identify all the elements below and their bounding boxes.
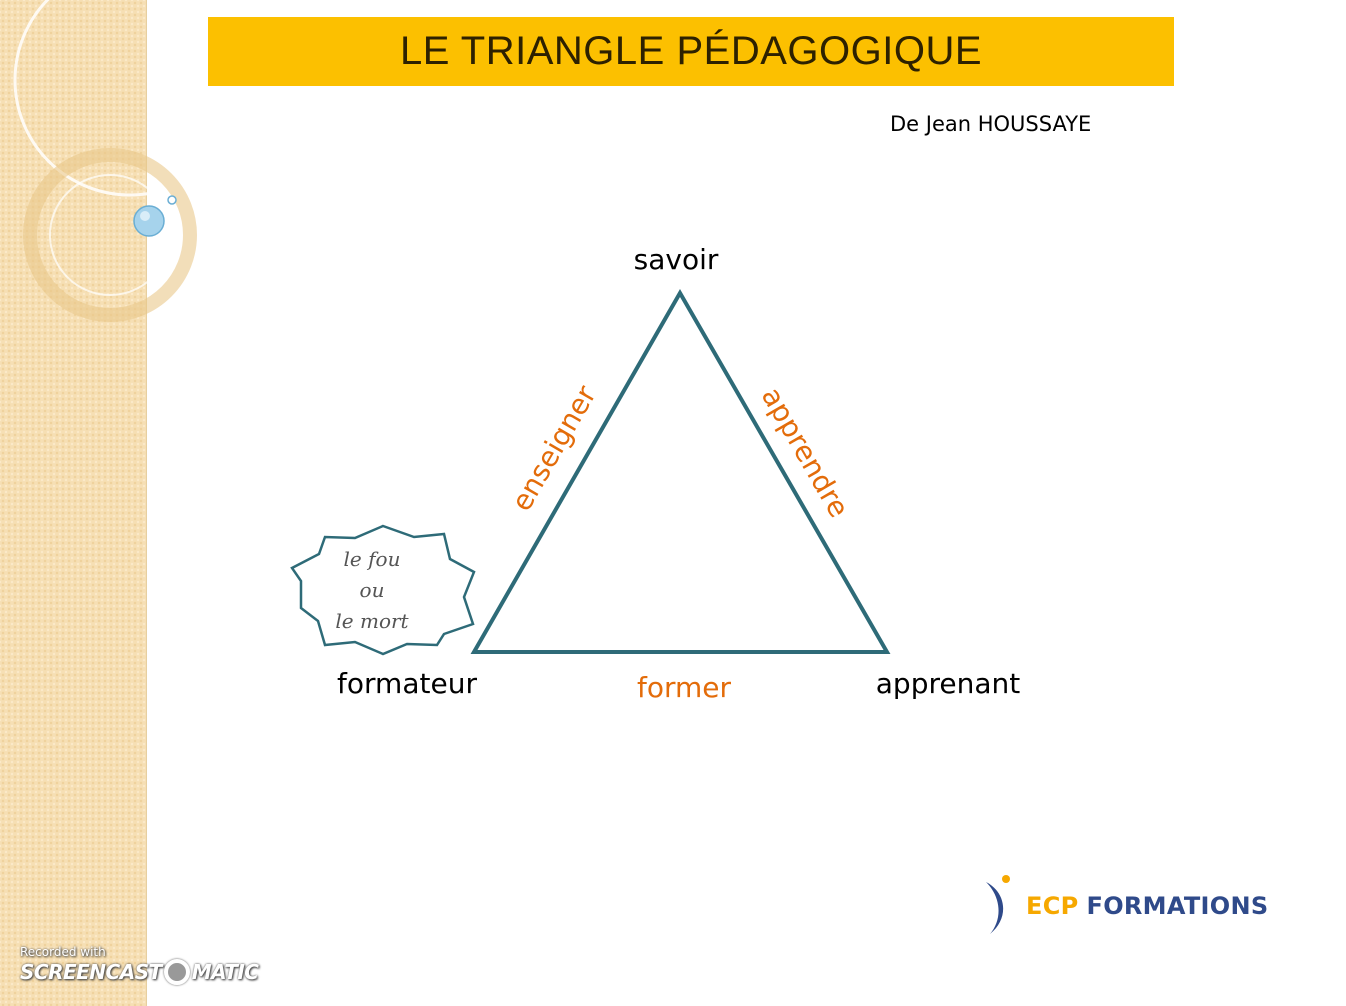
ecp-formations-logo: ECP FORMATIONS [980, 874, 1268, 938]
vertex-formateur: formateur [337, 667, 477, 700]
note-line-1: le fou [344, 547, 401, 571]
note-line-3: le mort [335, 609, 409, 633]
logo-formations-text: FORMATIONS [1086, 892, 1269, 920]
edge-former: former [637, 671, 732, 704]
decorative-side-panel [0, 0, 200, 1006]
screencast-watermark: Recorded with SCREENCAST MATIC [20, 945, 259, 985]
author-credit: De Jean HOUSSAYE [890, 112, 1092, 136]
starburst-note-shape [290, 524, 476, 656]
logo-ecp-text: ECP [1026, 892, 1079, 920]
note-line-2: ou [360, 578, 385, 602]
triangle-shape [470, 288, 891, 654]
crescent-logo-icon [986, 875, 1010, 934]
title-bar: LE TRIANGLE PÉDAGOGIQUE [208, 17, 1174, 86]
watermark-brand-right: MATIC [191, 960, 259, 984]
record-button-icon [163, 959, 190, 985]
vertex-apprenant: apprenant [876, 667, 1020, 700]
watermark-recorded-with: Recorded with [20, 945, 106, 959]
watermark-brand: SCREENCAST MATIC [20, 959, 259, 985]
edge-enseigner: enseigner [505, 379, 603, 516]
watermark-brand-left: SCREENCAST [20, 960, 162, 984]
vertex-savoir: savoir [634, 243, 719, 276]
slide-title: LE TRIANGLE PÉDAGOGIQUE [399, 29, 983, 73]
decorative-circles-icon [13, 0, 200, 322]
